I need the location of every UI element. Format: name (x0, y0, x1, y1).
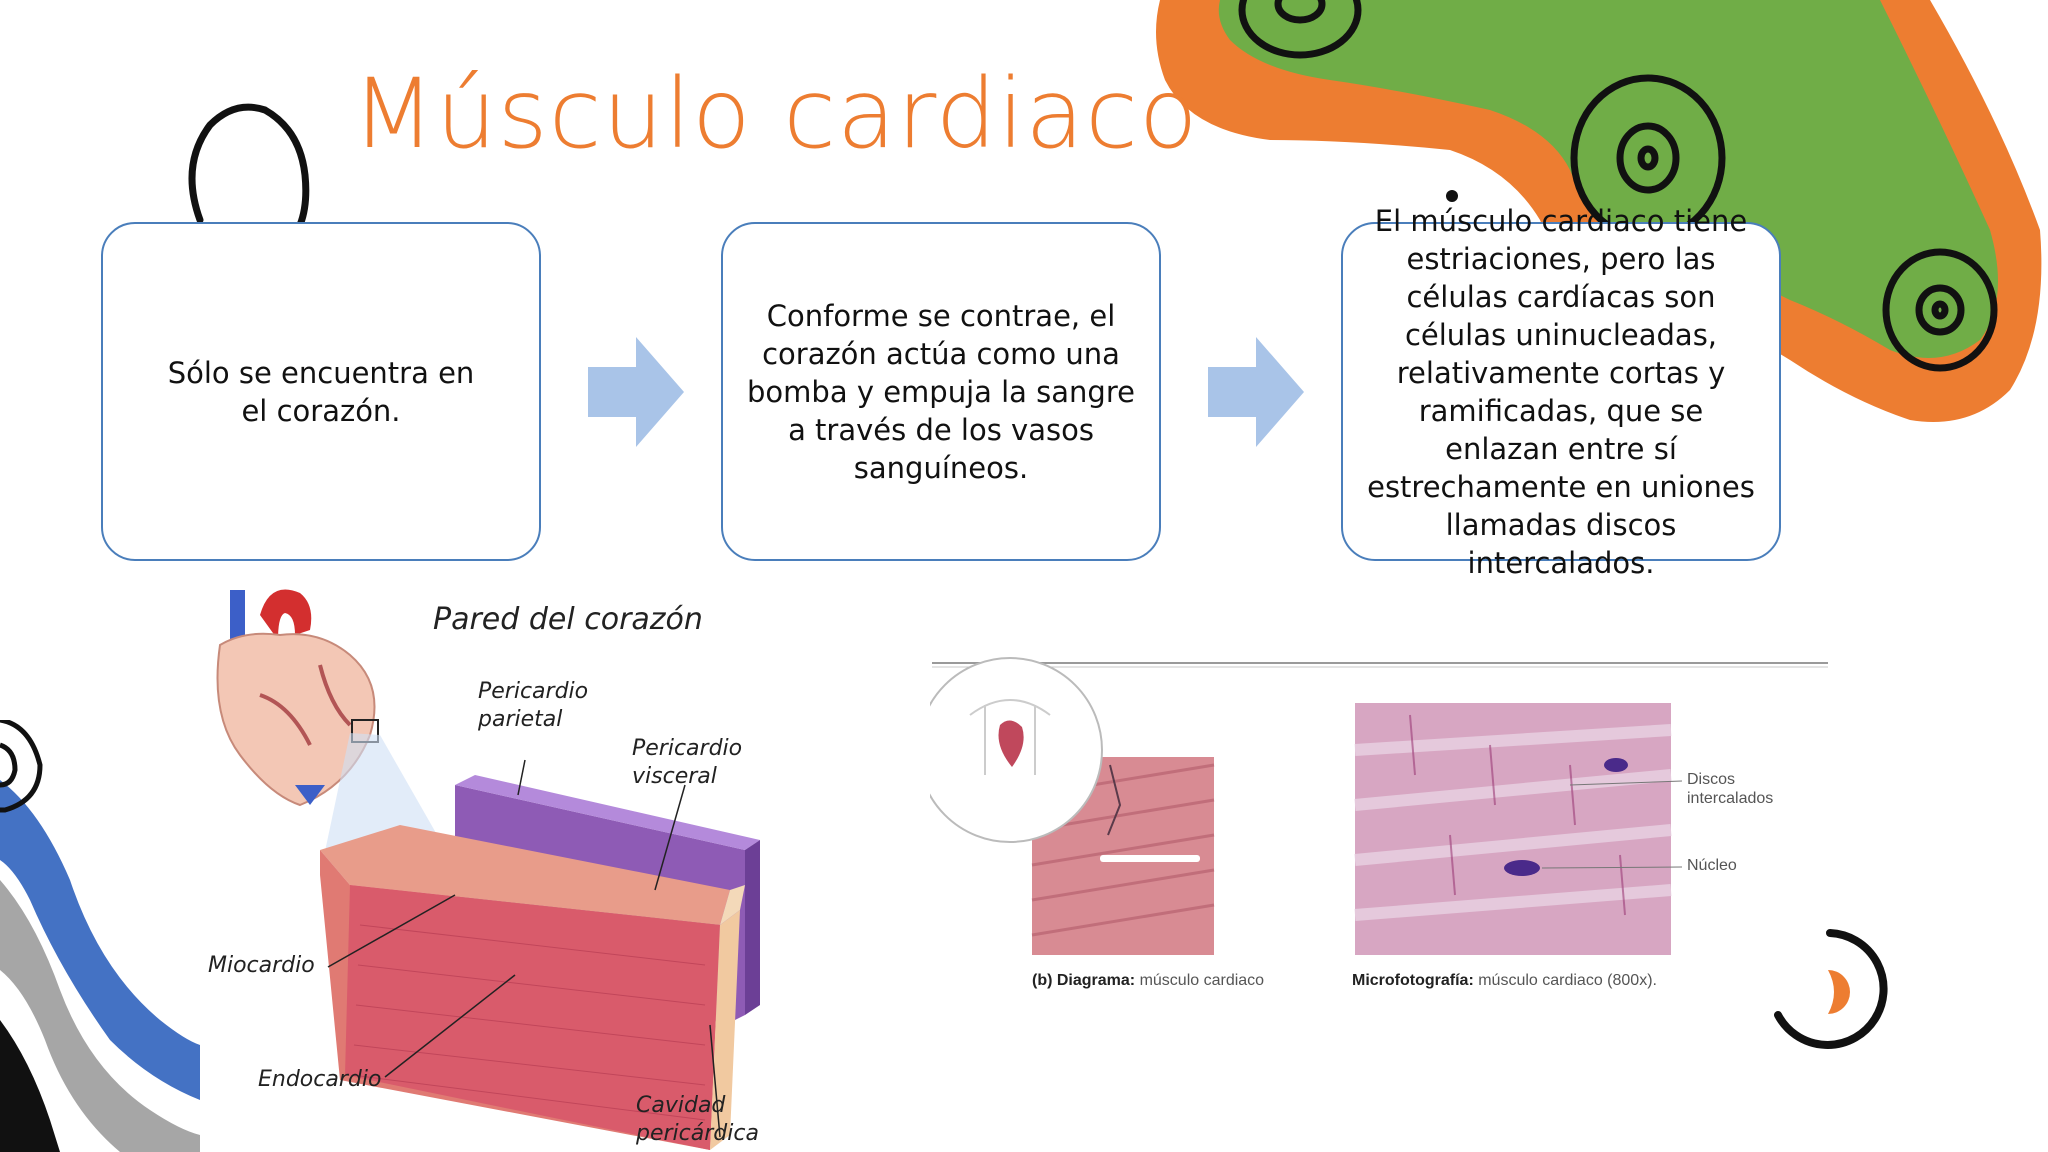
decorative-waves-bottom-left (0, 720, 200, 1152)
step-text-1: Sólo se encuentra en el corazón. (167, 355, 475, 428)
label-endocardio: Endocardio (258, 1067, 382, 1092)
decorative-loop (188, 103, 310, 225)
label-cavidad-pericardica: Cavidad pericárdica (636, 1093, 759, 1146)
cardiac-muscle-micro-figure: Discos intercalados Núcleo (b) Diagrama:… (930, 655, 1830, 1005)
arrow-right-icon (588, 337, 684, 447)
heart-figure-title: Pared del corazón (433, 602, 703, 637)
step-box-1: Sólo se encuentra en el corazón. (101, 222, 541, 561)
decorative-blob-top-right (1156, 0, 2042, 422)
diagram-caption: (b) Diagrama: músculo cardiaco (1032, 972, 1265, 989)
page-title: Músculo cardiaco (352, 58, 1199, 170)
label-discos-intercalados: Discos intercalados (1687, 771, 1774, 807)
label-nucleo: Núcleo (1687, 857, 1737, 874)
step-text-3: El músculo cardiaco tiene estriaciones, … (1367, 203, 1755, 580)
label-miocardio: Miocardio (208, 953, 315, 978)
label-pericardio-parietal: Pericardio parietal (478, 679, 589, 732)
decorative-broken-circle (1774, 929, 1888, 1049)
heart-wall-figure: Pared del corazón Pericardio parietal Pe… (200, 585, 800, 1152)
step-box-2: Conforme se contrae, el corazón actúa co… (721, 222, 1161, 561)
step-box-3: El músculo cardiaco tiene estriaciones, … (1341, 204, 1781, 580)
micro-illustration (930, 657, 1828, 955)
label-pericardio-visceral: Pericardio visceral (632, 736, 743, 789)
micrograph-caption: Microfotografía: músculo cardiaco (800x)… (1352, 972, 1657, 989)
heart-wall-illustration (216, 589, 760, 1150)
arrow-right-icon (1208, 337, 1304, 447)
step-text-2: Conforme se contrae, el corazón actúa co… (747, 298, 1135, 485)
